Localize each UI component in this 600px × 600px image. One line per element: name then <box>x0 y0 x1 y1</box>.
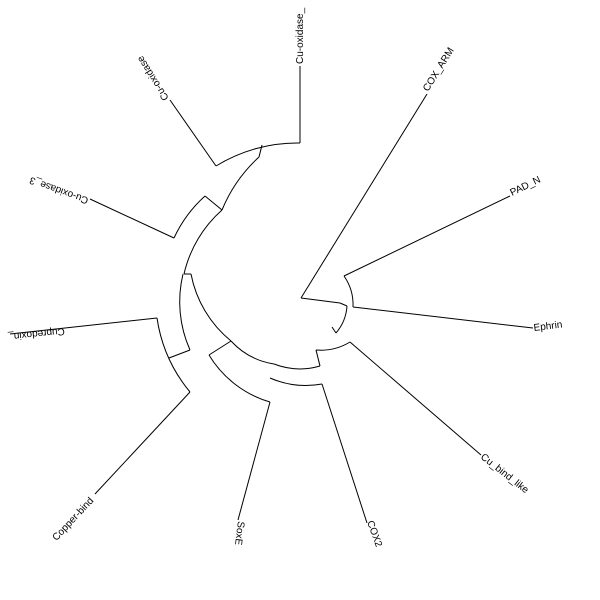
arc-soxe <box>208 354 271 403</box>
arc-inner-left <box>179 273 191 351</box>
arc-inner-upper <box>221 156 260 211</box>
arc-cox2-inner <box>273 363 321 370</box>
arc-cox-arm <box>300 297 341 304</box>
leaf-label-cox-arm: COX_ARM <box>421 46 457 94</box>
arc-copper-bind-cupredoxin <box>156 317 191 393</box>
leaf-label-cupredoxin: Cupredoxin_ <box>7 325 65 342</box>
arc-cox2-outer <box>269 377 323 386</box>
leaf-label-cox2: COX2 <box>364 519 384 549</box>
branch-cox-arm <box>300 93 428 299</box>
arc-cox2-node <box>315 341 351 351</box>
branch-inner-node-a <box>331 326 337 334</box>
branch-cu-oxidase-pair-stem <box>258 144 263 158</box>
tree-branches <box>9 66 534 524</box>
branch-cu-oxidase-2 <box>169 99 217 167</box>
branch-cox2 <box>321 383 368 524</box>
branch-cupredoxin-stem <box>168 349 191 359</box>
leaf-label-cu-bind-like: Cu_bind_like <box>478 452 531 497</box>
arc-cu-oxidase-3 <box>173 195 206 239</box>
branch-pad-n <box>343 195 511 277</box>
arc-inner-trunk <box>183 209 223 275</box>
branch-cu-bind-like <box>349 341 482 456</box>
arc-pad-n-ephrin <box>343 275 354 308</box>
branch-soxe-stem <box>208 340 232 356</box>
branch-cupredoxin <box>9 317 158 335</box>
leaf-label-cu-oxidase-2: Cu-oxidase <box>135 53 171 102</box>
arc-soxe-inner <box>230 340 275 365</box>
branch-cu-oxidase-3-stem <box>204 195 223 211</box>
arc-cu-oxidase-pair <box>215 142 301 167</box>
branch-ephrin <box>352 306 534 329</box>
branch-soxe <box>237 401 271 521</box>
branch-pad-n-ephrin-stem <box>339 302 348 307</box>
leaf-label-pad-n: PAD_N <box>508 175 542 199</box>
branch-copper-bind <box>94 391 191 495</box>
leaf-label-soxe: SoxE <box>232 521 246 546</box>
arc-ephrin-cu-bind <box>335 305 348 334</box>
leaf-labels: COX_ARM PAD_N Ephrin Cu_bind_like COX2 S… <box>7 7 563 549</box>
leaf-label-ephrin: Ephrin <box>533 320 563 334</box>
leaf-label-cu-oxidase: Cu-oxidase_ <box>295 7 306 64</box>
branch-cox2-stem <box>315 349 321 367</box>
leaf-label-cu-oxidase-3: Cu-oxidase_3 <box>28 174 90 206</box>
arc-inner-lower <box>190 273 232 342</box>
leaf-label-copper-bind: Copper-bind <box>51 496 97 544</box>
branch-cu-oxidase-3 <box>89 198 175 239</box>
